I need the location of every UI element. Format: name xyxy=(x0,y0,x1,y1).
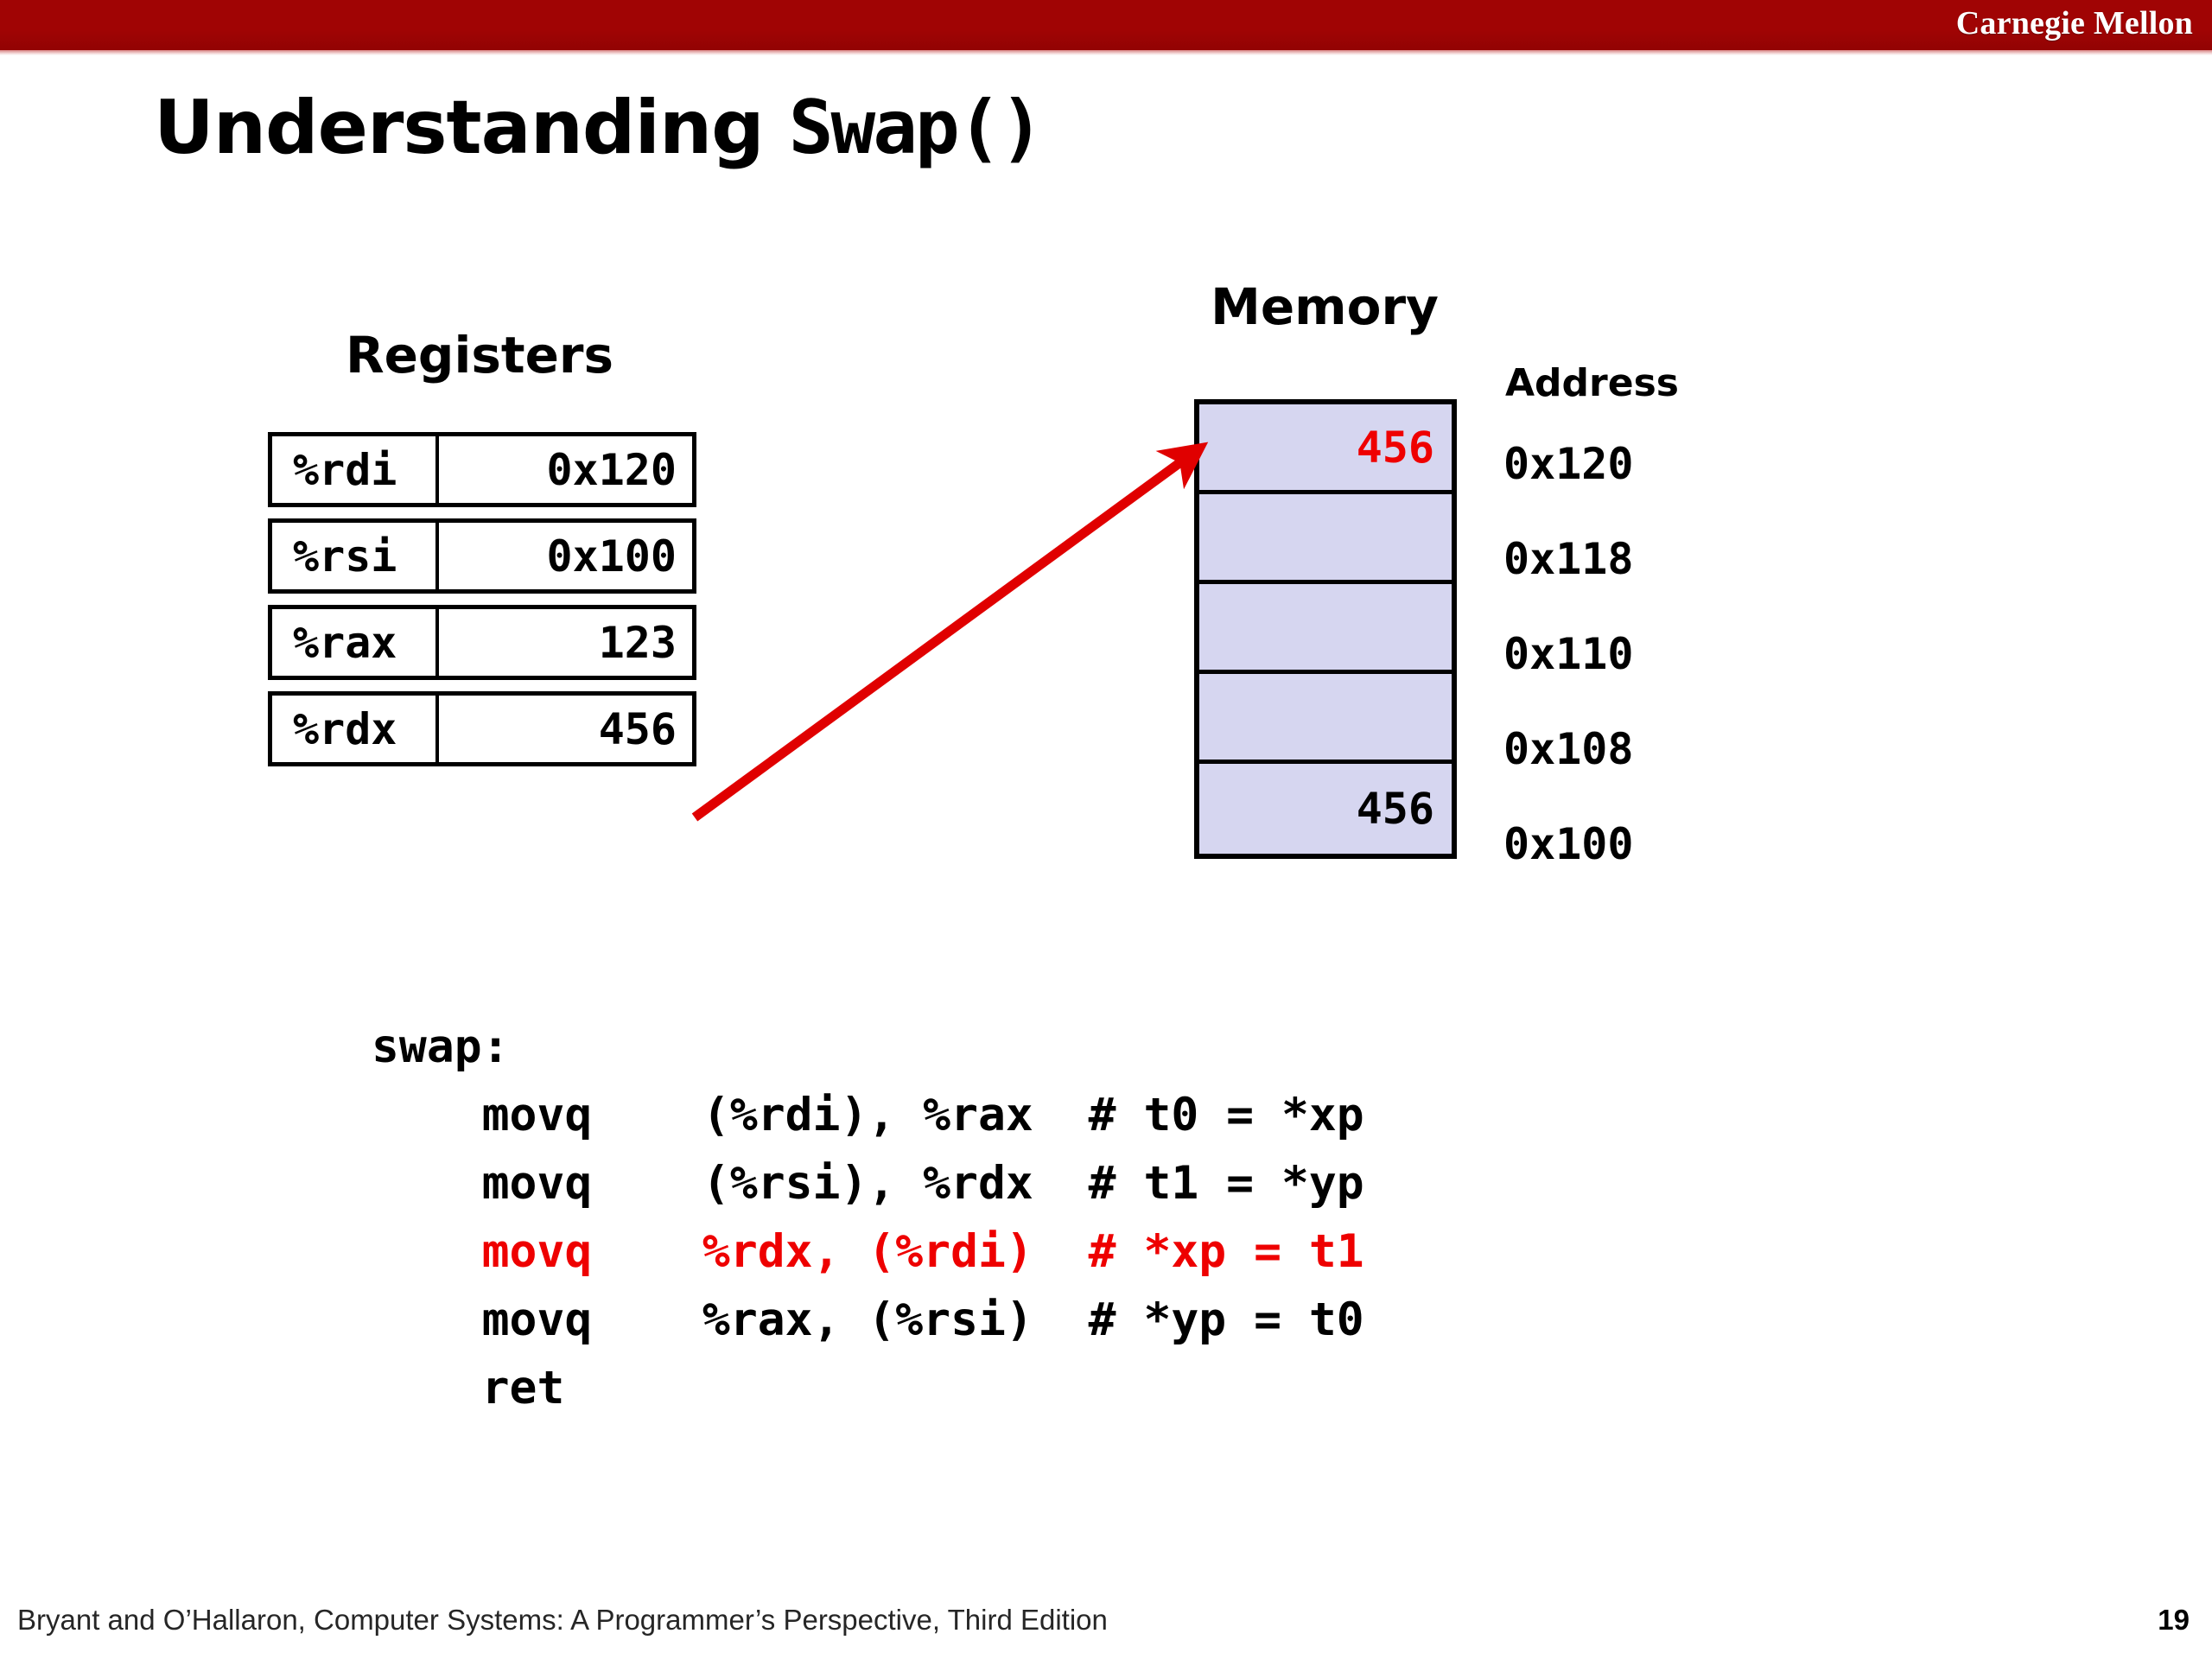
code-line: ret xyxy=(372,1362,565,1414)
register-name: %rdx xyxy=(272,696,439,762)
code-line: movq (%rdi), %rax # t0 = *xp xyxy=(372,1089,1364,1141)
register-value: 456 xyxy=(598,703,677,754)
table-row: %rax 123 xyxy=(268,605,696,680)
address-column: 0x120 0x118 0x110 0x108 0x100 xyxy=(1503,416,1634,892)
address-column-heading: Address xyxy=(1505,361,1679,405)
memory-cell: 456 xyxy=(1356,784,1434,834)
header-banner xyxy=(0,0,2212,50)
table-row: %rsi 0x100 xyxy=(268,518,696,594)
table-row: %rdi 0x120 xyxy=(268,432,696,507)
register-value: 123 xyxy=(598,617,677,668)
assembly-code-block: swap: movq (%rdi), %rax # t0 = *xp movq … xyxy=(372,1013,1364,1422)
register-name: %rsi xyxy=(272,523,439,589)
memory-address: 0x118 xyxy=(1503,534,1634,584)
memory-cell xyxy=(1199,584,1452,674)
registers-table: %rdi 0x120 %rsi 0x100 %rax 123 %rdx 456 xyxy=(268,432,696,766)
register-value: 0x100 xyxy=(546,531,677,582)
registers-heading: Registers xyxy=(345,326,614,385)
memory-address: 0x110 xyxy=(1503,629,1634,679)
page-title-mono: Swap() xyxy=(788,85,1045,171)
memory-heading: Memory xyxy=(1211,277,1439,336)
memory-cell xyxy=(1199,674,1452,764)
page-title-prefix: Understanding xyxy=(154,85,789,171)
memory-cell xyxy=(1199,494,1452,584)
register-name: %rdi xyxy=(272,436,439,503)
code-line: movq (%rsi), %rdx # t1 = *yp xyxy=(372,1157,1364,1210)
memory-address: 0x108 xyxy=(1503,724,1634,774)
code-line-highlighted: movq %rdx, (%rdi) # *xp = t1 xyxy=(372,1225,1364,1278)
header-underline-rule xyxy=(0,50,2212,55)
page-title: Understanding Swap() xyxy=(154,81,1045,175)
carnegie-mellon-brand: Carnegie Mellon xyxy=(1955,5,2193,41)
code-line: swap: xyxy=(372,1020,510,1073)
memory-address: 0x120 xyxy=(1503,439,1634,489)
memory-block: 456 456 xyxy=(1194,399,1457,859)
memory-cell: 456 xyxy=(1199,404,1452,494)
register-name: %rax xyxy=(272,609,439,676)
footer-citation: Bryant and O’Hallaron, Computer Systems:… xyxy=(17,1604,1108,1636)
table-row: %rdx 456 xyxy=(268,691,696,766)
code-line: movq %rax, (%rsi) # *yp = t0 xyxy=(372,1294,1364,1346)
register-value: 0x120 xyxy=(546,444,677,495)
memory-address: 0x100 xyxy=(1503,819,1634,869)
page-number: 19 xyxy=(2158,1604,2190,1636)
